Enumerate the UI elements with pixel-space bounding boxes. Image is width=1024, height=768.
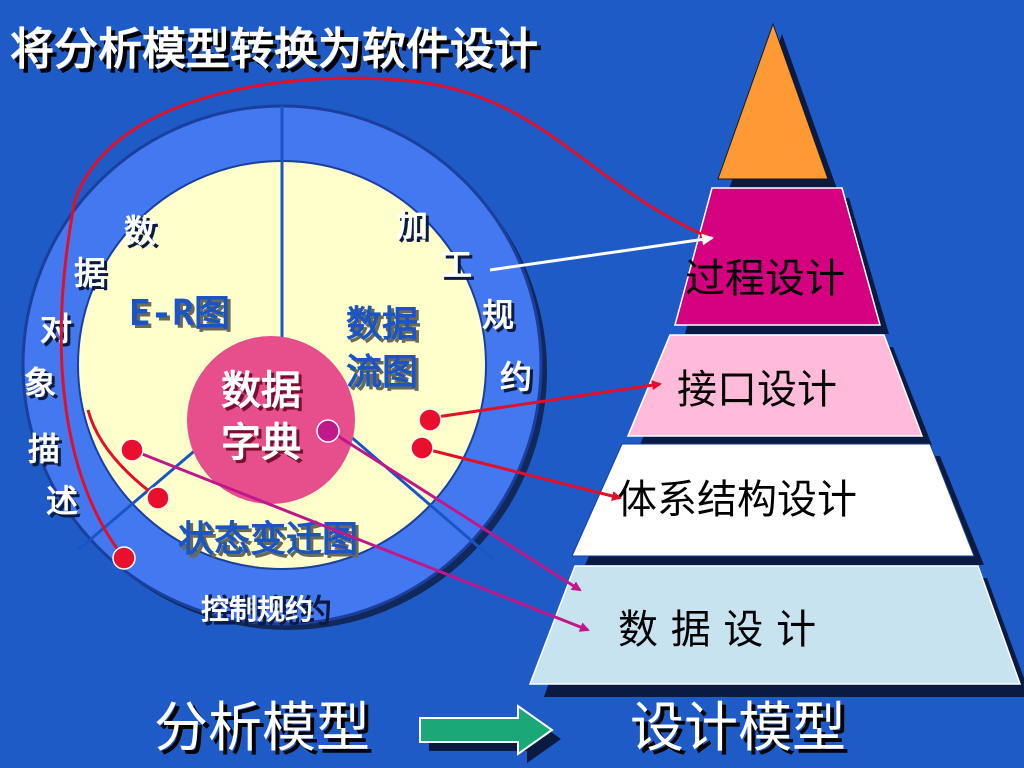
pyramid-level-data: 数 据 设 计	[528, 565, 1024, 697]
dfd-label-line-shadow: 流图	[349, 355, 421, 396]
connector-magenta-left	[131, 448, 590, 632]
outer-left-label-char-shadow: 描	[31, 433, 63, 471]
pyramid-level-architecture: 体系结构设计	[571, 443, 984, 565]
outer-bottom-label-shadow: 控制规约	[204, 592, 332, 630]
outer-right-label-char: 工	[440, 246, 472, 284]
connector-white-process	[489, 233, 714, 272]
center-label-line: 数据	[221, 368, 301, 414]
outer-right-label-char: 约	[500, 358, 532, 396]
pyramid-architecture	[571, 443, 975, 557]
divider-lower-right	[349, 434, 495, 562]
footer-right-shadow: 设计模型	[634, 700, 850, 763]
pyramid-level-top	[717, 22, 837, 189]
footer-arrow-shape	[419, 704, 554, 756]
outer-right-label-char-shadow: 加	[399, 209, 431, 247]
dot-dfd-lower	[410, 436, 434, 460]
slide-title-shadow: 将分析模型转换为软件设计	[14, 28, 542, 79]
dfd-label-line: 数据	[346, 304, 418, 345]
quadrant-er-label: E-R图	[129, 293, 230, 334]
connector-red-left-short	[86, 409, 159, 500]
slide-title-group: 将分析模型转换为软件设计 将分析模型转换为软件设计	[10, 24, 542, 79]
pyramid-level-interface: 接口设计	[626, 334, 932, 445]
center-disc	[187, 336, 355, 504]
connector-dots	[112, 408, 442, 570]
design-pyramid: 过程设计 接口设计 体系结构设计 数 据 设 计	[528, 22, 1024, 697]
connector-red-process	[59, 76, 712, 559]
slide-title: 将分析模型转换为软件设计	[10, 24, 538, 75]
quadrant-er-shadow: E-R图	[132, 296, 233, 337]
center-label-line: 字典	[221, 420, 301, 466]
pyramid-data	[528, 565, 1022, 685]
footer-left-shadow: 分析模型	[158, 700, 374, 763]
pyramid-process	[674, 187, 881, 326]
pyramid-level-process: 过程设计	[674, 187, 889, 334]
outer-right-label-char: 加	[396, 206, 428, 244]
outer-left-label-char-shadow: 象	[27, 367, 59, 405]
outer-left-label-char: 据	[74, 254, 106, 292]
outer-right-label-char-shadow: 工	[443, 249, 475, 287]
pyramid-apex	[717, 22, 829, 180]
level-data-label: 数 据 设 计	[618, 607, 816, 653]
level-architecture-label: 体系结构设计	[617, 477, 857, 523]
footer: 分析模型 分析模型 设计模型 设计模型	[154, 696, 850, 763]
footer-right-label: 设计模型	[630, 696, 846, 759]
outer-left-label-char-shadow: 述	[49, 485, 81, 523]
connector-red-interface	[429, 380, 662, 420]
outer-left-label-char-shadow: 据	[77, 257, 109, 295]
pyramid-interface	[626, 334, 924, 437]
dot-state	[146, 486, 170, 510]
connector-red-architecture	[421, 446, 622, 501]
center-label-line-shadow: 数据	[224, 371, 304, 417]
footer-left-label: 分析模型	[154, 696, 370, 759]
connector-magenta-center	[329, 429, 582, 592]
dfd-label-line: 流图	[346, 352, 418, 393]
outer-left-label-char: 对	[40, 310, 72, 348]
center-label-line-shadow: 字典	[224, 423, 304, 469]
quadrant-state-label: 状态变迁图	[178, 518, 358, 560]
dot-data-dictionary	[316, 419, 340, 443]
dot-er	[120, 438, 144, 462]
outer-right-label-char-shadow: 约	[503, 361, 535, 399]
dot-dfd-upper	[418, 408, 442, 432]
outer-left-label-char: 象	[24, 364, 56, 402]
dfd-label-line-shadow: 数据	[349, 307, 421, 348]
outer-left-label-char: 数	[124, 212, 157, 250]
outer-right-label-char: 规	[482, 296, 514, 334]
outer-left-label-char: 述	[46, 482, 78, 520]
connectors	[59, 76, 714, 632]
outer-left-label-char-shadow: 对	[43, 313, 75, 351]
outer-bottom-label: 控制规约	[201, 593, 313, 626]
dot-object-desc	[112, 546, 136, 570]
outer-left-label-char-shadow: 数	[127, 215, 160, 253]
outer-left-label-char: 描	[28, 430, 60, 468]
outer-right-label-char-shadow: 规	[485, 299, 517, 337]
level-process-label: 过程设计	[685, 256, 845, 302]
footer-arrow	[419, 704, 561, 763]
divider-lower-left	[77, 434, 213, 552]
level-interface-label: 接口设计	[677, 367, 837, 413]
